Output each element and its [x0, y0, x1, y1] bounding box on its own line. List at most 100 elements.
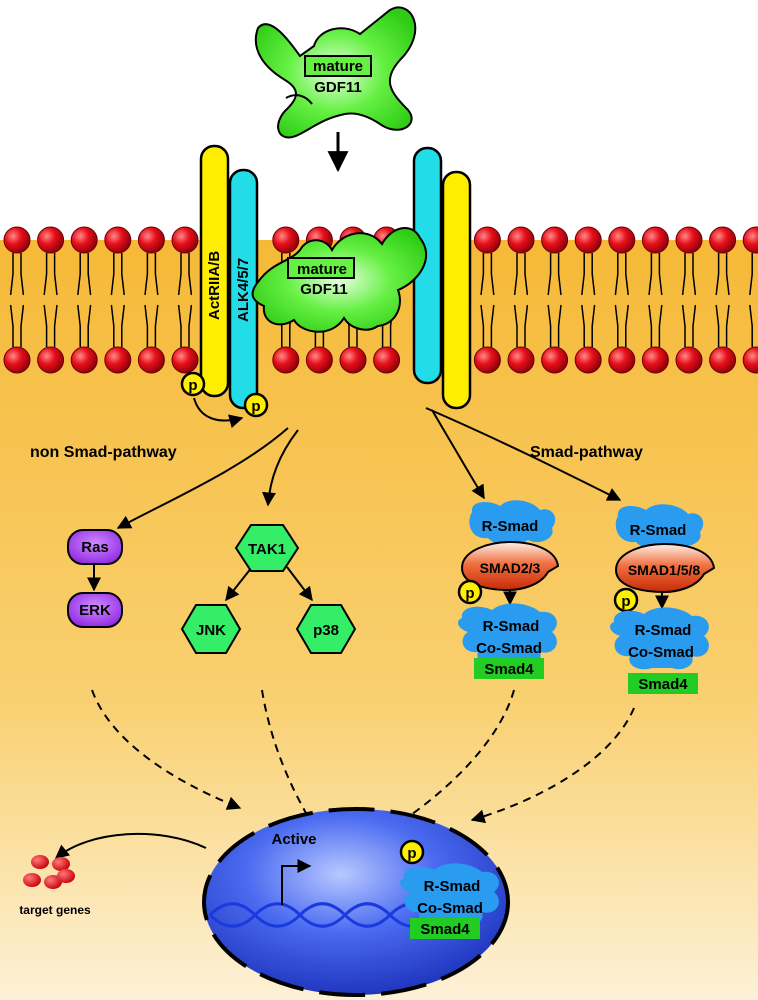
bound-gdf11-ligand: mature GDF11 [251, 227, 427, 333]
rsmad-top-label-left: R-Smad [482, 518, 539, 535]
smad4-label-left: Smad4 [484, 661, 534, 678]
rsmad-cosmad-blob-left [458, 603, 557, 666]
lipid-head-inner [675, 346, 703, 374]
type2-receptor-right [441, 170, 472, 410]
ras-node: Ras [67, 529, 123, 565]
lipid-tail-outer [581, 253, 585, 296]
lipid-tail-inner [144, 304, 149, 347]
lipid-head-outer [37, 226, 65, 254]
lipid-tail-inner [177, 304, 182, 347]
cosmad-label-left: Co-Smad [476, 640, 542, 657]
ligand-fold [285, 94, 313, 105]
lipid-tail-outer [110, 253, 115, 296]
lipid-head-outer [137, 226, 165, 254]
lipid-head-outer [541, 226, 569, 254]
lipid-tail-inner [20, 304, 25, 347]
lipid-head-inner [641, 346, 669, 374]
lipid-head-outer [608, 226, 636, 254]
lipid-tail-inner [110, 304, 115, 347]
active-label: Active [271, 831, 316, 848]
lipid-head-inner [709, 346, 737, 374]
lipid-head-outer [574, 226, 602, 254]
arrow-to-target-genes [54, 832, 207, 859]
lipid-head-outer [473, 226, 501, 254]
lipid-tail-outer [614, 253, 619, 296]
lipid-tail-outer [648, 253, 653, 296]
gene-product-3 [23, 873, 41, 887]
lipid-head-inner [70, 346, 98, 374]
smad158-shape [614, 542, 716, 594]
non-smad-pathway-label: non Smad-pathway [30, 444, 177, 461]
lipid-tail-inner [121, 304, 125, 347]
lipid-head-inner [339, 346, 367, 374]
lipid-head-outer [70, 226, 98, 254]
phospho-label-type1: p [251, 398, 260, 415]
lipid-tail-inner [43, 304, 48, 347]
lipid-tail-inner [725, 304, 730, 347]
lipid-head-inner [137, 346, 165, 374]
phospho-circle-type2 [180, 371, 206, 397]
transcription-arrow [281, 859, 312, 905]
tak1-node: TAK1 [234, 524, 300, 572]
lipid-tail-outer [513, 253, 518, 296]
lipid-tail-outer [154, 253, 159, 296]
smad23-branch: R-Smad SMAD2/3 p R-Smad Co-Smad Smad4 [457, 500, 560, 679]
lipid-tail-outer [547, 253, 552, 296]
phospho-circle-smad23 [457, 579, 483, 605]
lipid-tail-inner [53, 304, 58, 347]
lipid-tail-inner [557, 304, 562, 347]
ligand-label-line1: mature [313, 58, 363, 75]
gene-product-4 [44, 875, 62, 889]
p38-shape [295, 604, 357, 654]
nucleus-body [204, 809, 508, 995]
lipid-tail-inner [87, 304, 92, 347]
lipid-tail-inner [581, 304, 585, 347]
phospho-label-type2: p [188, 377, 197, 394]
lipid-tail-inner [591, 304, 596, 347]
erk-label: ERK [79, 602, 111, 619]
lipid-tail-outer [725, 253, 730, 296]
lipid-tail-inner [625, 304, 629, 347]
lipid-tail-outer [524, 253, 529, 296]
rsmad-top-blob-right [615, 504, 704, 550]
smad23-shape [460, 540, 560, 592]
receptor-complex-right [412, 146, 472, 410]
nucleus: Active p R-Smad Co-Smad Smad4 [202, 807, 510, 997]
smad4-label-right: Smad4 [638, 676, 688, 693]
lipid-head-outer [742, 226, 758, 254]
dna-strand-2 [208, 902, 437, 928]
lipid-tail-outer [625, 253, 629, 296]
signal-arrows [87, 407, 669, 610]
lipid-tail-outer [490, 253, 495, 296]
lipid-tail-outer [681, 253, 686, 296]
p38-label: p38 [313, 622, 339, 639]
lipid-head-inner [37, 346, 65, 374]
lipid-tail-outer [77, 253, 81, 296]
smad23-label: SMAD2/3 [480, 560, 541, 576]
lipid-head-outer [171, 226, 199, 254]
lipid-tail-outer [749, 253, 753, 296]
jnk-label: JNK [196, 622, 226, 639]
lipid-tail-inner [513, 304, 518, 347]
lipid-head-inner [507, 346, 535, 374]
jnk-shape [180, 604, 242, 654]
arrow-tak1-to-p38 [286, 566, 313, 602]
dna-strand-1 [208, 902, 437, 928]
smad4-label-nucleus: Smad4 [420, 921, 470, 938]
cosmad-label-right: Co-Smad [628, 644, 694, 661]
lipid-head-outer [507, 226, 535, 254]
smad158-label: SMAD1/5/8 [628, 562, 701, 578]
lipid-tail-inner [658, 304, 663, 347]
type2-receptor-label: ActRIIA/B [206, 251, 223, 320]
free-gdf11-ligand: mature GDF11 [254, 6, 417, 139]
rsmad-label-left: R-Smad [483, 618, 540, 635]
rsmad-label-right: R-Smad [635, 622, 692, 639]
lipid-head-outer [641, 226, 669, 254]
bound-ligand-label-line2: GDF11 [300, 281, 348, 298]
lipid-head-outer [709, 226, 737, 254]
lipid-tail-outer [591, 253, 596, 296]
arrow-transphosphorylation [193, 397, 244, 429]
lipid-tail-inner [77, 304, 81, 347]
lipid-head-inner [574, 346, 602, 374]
